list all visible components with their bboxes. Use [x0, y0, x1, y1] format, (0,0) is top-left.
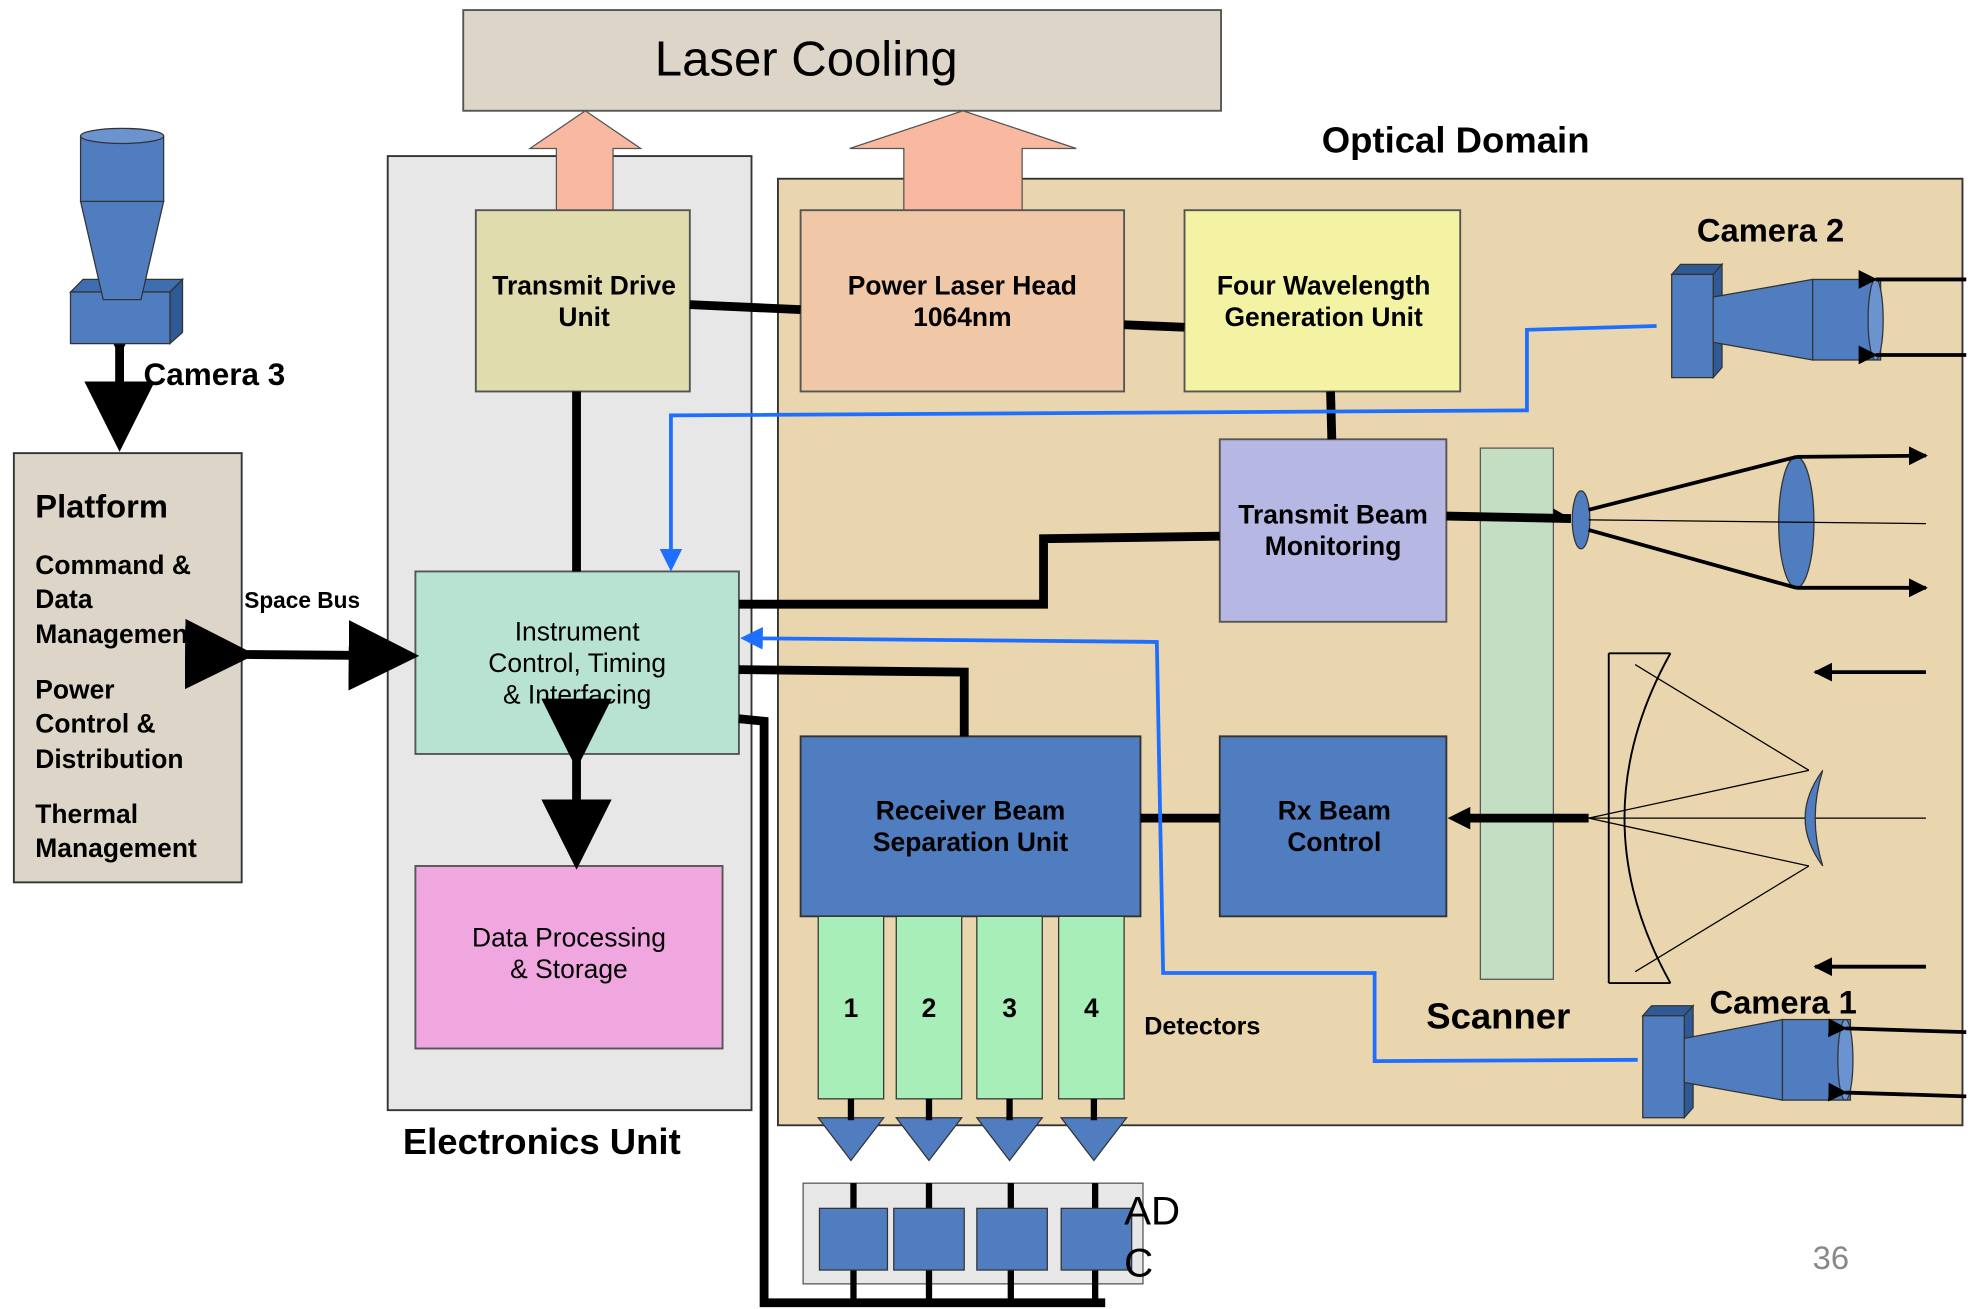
detector-label-3: 3 [1002, 994, 1017, 1024]
camera1-label: Camera 1 [1709, 983, 1857, 1021]
electronics-unit-label: Electronics Unit [402, 1122, 681, 1164]
optical-domain-label: Optical Domain [1321, 120, 1590, 162]
power-laser-head-label: Power Laser Head 1064nm [847, 271, 1077, 333]
four-wavelength-unit [1183, 209, 1462, 393]
power-laser-head [799, 209, 1126, 393]
space-bus-link [184, 618, 420, 691]
adc-label: AD C [1124, 1188, 1181, 1286]
platform-item-command: Command & Data Management [35, 551, 197, 649]
detector-label-1: 1 [843, 994, 859, 1024]
data-processing [414, 865, 724, 1050]
four-wavelength-label: Four Wavelength Generation Unit [1216, 271, 1431, 333]
blue-signal-lines [659, 324, 1657, 1063]
scanner-label: Scanner [1426, 996, 1571, 1038]
camera-2 [1670, 262, 1967, 380]
transmit-drive-unit [474, 209, 691, 393]
detectors-label: Detectors [1144, 1013, 1261, 1041]
detector-1 [817, 915, 885, 1100]
transmit-beam-monitoring [1218, 438, 1448, 623]
detector-label-2: 2 [921, 994, 937, 1024]
rx-beam-control-label: Rx Beam Control [1277, 796, 1391, 858]
adc-blocks [818, 1207, 1133, 1271]
scanner-bar [1479, 447, 1554, 980]
transmit-optics [1571, 446, 1928, 598]
detector-triangles [816, 1117, 1128, 1162]
detector-2 [895, 915, 963, 1100]
laser-cooling-label: Laser Cooling [654, 32, 958, 87]
transmit-drive-unit-label: Transmit Drive Unit [492, 271, 676, 333]
receiver-telescope [1588, 652, 1926, 984]
space-bus-label: Space Bus [244, 587, 361, 613]
receiver-beam-separation [799, 735, 1142, 918]
detector-label-4: 4 [1084, 994, 1099, 1024]
rx-beam-control [1218, 735, 1448, 918]
camera3-label: Camera 3 [143, 357, 286, 393]
instrument-control-label: Instrument Control, Timing & Interfacing [488, 617, 667, 711]
platform-title: Platform [35, 487, 169, 525]
platform-item-power: Power Control & Distribution [35, 675, 184, 774]
data-processing-label: Data Processing & Storage [471, 923, 666, 985]
camera2-label: Camera 2 [1696, 211, 1845, 250]
page-number: 36 [1812, 1238, 1850, 1277]
black-connections [572, 300, 1589, 1308]
camera-3 [68, 127, 185, 346]
transmit-beam-monitoring-label: Transmit Beam Monitoring [1238, 500, 1428, 562]
platform-item-thermal: Thermal Management [35, 800, 197, 864]
camera-1 [1641, 1004, 1967, 1120]
laser-cooling-box [462, 9, 1222, 112]
receiver-beam-separation-label: Receiver Beam Separation Unit [872, 796, 1069, 858]
